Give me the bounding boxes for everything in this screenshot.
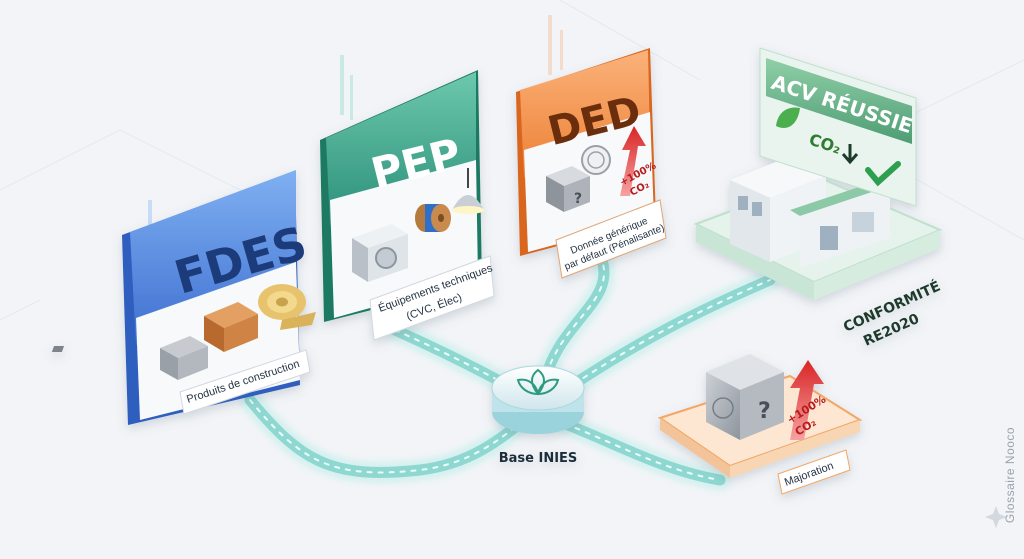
air-conditioner-icon [352, 224, 408, 282]
red-increase-arrow-icon [790, 360, 824, 440]
ded-card: DED ? +100% CO₂ Donnée générique par déf… [516, 48, 667, 279]
leaf-icon [776, 107, 800, 128]
cable-spool-icon [415, 204, 451, 232]
brand-text: Glossaire Nooco [1002, 426, 1017, 524]
official-seal-icon [581, 145, 611, 175]
insulation-roll-icon [258, 284, 316, 330]
concrete-block-icon [51, 336, 208, 380]
pep-card: PEP Équipements techniques (CVC, Élec) [320, 70, 495, 341]
svg-text:?: ? [758, 399, 771, 424]
lamp-icon [452, 168, 484, 214]
red-increase-arrow-icon [620, 126, 646, 196]
hub-label: Base INIES [499, 451, 578, 466]
checkmark-icon [865, 161, 901, 187]
inies-leaf-logo-icon [516, 368, 560, 396]
brand-sparkle-icon [985, 506, 1007, 528]
generic-cube-icon: ? [546, 166, 590, 212]
down-arrow-icon [841, 144, 859, 165]
svg-text:?: ? [574, 191, 582, 207]
generic-cube-icon: ? [706, 354, 784, 440]
acv-platform: ACV RÉUSSIE CO₂ CONFORMITÉ RE2020 [693, 47, 943, 350]
fdes-card: FDES Produits de construction [51, 170, 316, 425]
wood-beam-icon [204, 302, 258, 352]
light-beams [148, 15, 563, 240]
inies-hub: Base INIES [491, 365, 585, 466]
pipes [239, 244, 781, 491]
